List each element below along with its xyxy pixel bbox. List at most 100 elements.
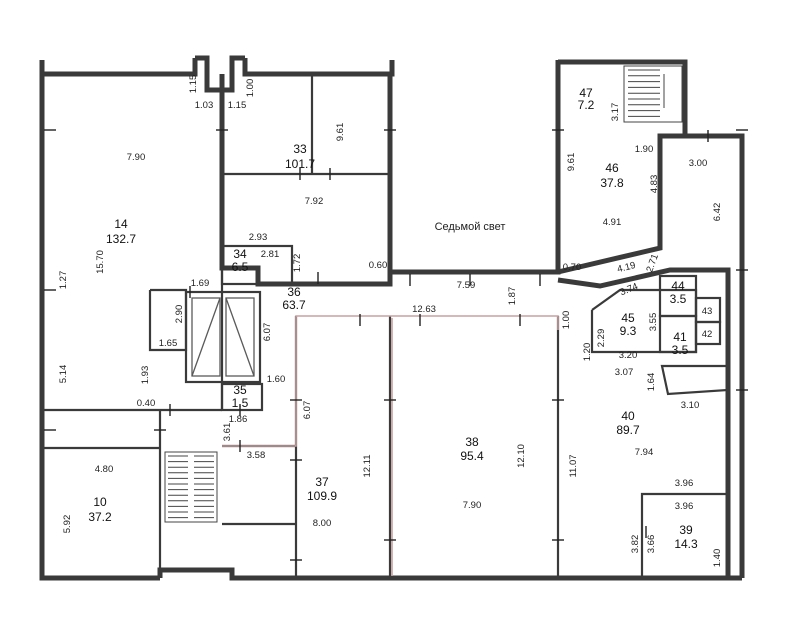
dim-6-07-upper: 6.07: [262, 323, 273, 342]
dim-3-00: 3.00: [689, 158, 708, 169]
dim-3-96-a: 3.96: [675, 478, 694, 489]
stairs-left-frame: [164, 451, 218, 523]
dim-1-00-top: 1.00: [245, 79, 256, 98]
room-47-number: 47: [579, 86, 593, 100]
dim-3-55: 3.55: [648, 313, 659, 332]
wall-room46-angled: [557, 133, 685, 275]
room-44-number: 44: [671, 279, 685, 293]
wall-center-vertical: [387, 60, 561, 275]
dim-1-15: 1.15: [228, 100, 247, 111]
dim-3-20: 3.20: [619, 350, 638, 361]
room35-box: [220, 382, 264, 412]
dim-7-94: 7.94: [635, 447, 654, 458]
dim-1-27: 1.27: [58, 271, 69, 290]
room-36-area: 63.7: [282, 298, 306, 312]
room-47-area: 7.2: [578, 98, 595, 112]
dim-8-00: 8.00: [313, 518, 332, 529]
stairs-right: [623, 65, 683, 123]
room-37-number: 37: [315, 475, 329, 489]
dim-42: 42: [702, 329, 713, 340]
dim-43: 43: [702, 306, 713, 317]
elevator-diag-2: [225, 297, 255, 377]
elevator-car-left: [191, 297, 221, 377]
room-46-number: 46: [605, 161, 619, 175]
wall-room33-bottom: [219, 74, 393, 287]
room-36-number: 36: [287, 285, 301, 299]
dim-4-83: 4.83: [649, 175, 660, 194]
room34-box: [220, 244, 294, 286]
room-38-number: 38: [465, 435, 479, 449]
room-14-number: 14: [114, 217, 128, 231]
elevator-car-right: [225, 297, 255, 377]
dim-1-93: 1.93: [140, 366, 151, 385]
dimension-labels: 1.15 1.00 1.03 1.15 7.90 9.61 7.92 15.70…: [58, 75, 723, 568]
dim-1-87: 1.87: [507, 287, 518, 306]
room-40-area: 89.7: [616, 423, 640, 437]
dim-3-07: 3.07: [615, 367, 634, 378]
room-40-number: 40: [621, 409, 635, 423]
room-10-number: 10: [93, 495, 107, 509]
dim-11-07: 11.07: [568, 454, 579, 477]
room-38-area: 95.4: [460, 449, 484, 463]
room-39-number: 39: [679, 523, 693, 537]
dim-3-61: 3.61: [222, 423, 233, 442]
room-33-area: 101.7: [285, 157, 315, 171]
dim-2-81: 2.81: [261, 249, 280, 260]
dim-12-11: 12.11: [362, 454, 373, 477]
dim-6-42: 6.42: [712, 203, 723, 222]
dim-7-92: 7.92: [305, 196, 324, 207]
room-41-area: 3.5: [672, 343, 689, 357]
wall-top-segment-b: [242, 58, 395, 77]
dim-0-60: 0.60: [369, 260, 388, 271]
dim-12-63: 12.63: [412, 304, 436, 315]
zone-label: Седьмой свет: [435, 221, 506, 233]
room-33-number: 33: [293, 142, 307, 156]
dim-6-07-lower: 6.07: [302, 401, 313, 420]
dim-1-64: 1.64: [646, 373, 657, 392]
dim-7-90-bottom: 7.90: [463, 500, 482, 511]
room-34-area: 6.5: [232, 260, 249, 274]
dim-1-86: 1.86: [229, 414, 248, 425]
dim-1-03: 1.03: [195, 100, 214, 111]
room-14-area: 132.7: [106, 232, 136, 246]
dim-1-60: 1.60: [267, 374, 286, 385]
wall-left-core: [148, 288, 188, 352]
dim-4-80: 4.80: [95, 464, 114, 475]
wall-top-left: [39, 60, 160, 581]
room40-cabinet: [660, 364, 730, 396]
dim-1-15-top: 1.15: [188, 75, 199, 94]
dim-1-40: 1.40: [712, 549, 723, 568]
dim-4-19: 4.19: [616, 260, 637, 275]
wall-bottom: [157, 567, 742, 581]
dim-7-59: 7.59: [457, 280, 476, 291]
dim-1-65: 1.65: [159, 338, 178, 349]
dim-3-74: 3.74: [618, 281, 639, 298]
dim-12-10: 12.10: [516, 444, 527, 468]
room-41-number: 41: [673, 330, 687, 344]
dim-5-14: 5.14: [58, 365, 69, 384]
dim-9-61-left: 9.61: [335, 123, 346, 142]
dim-3-10: 3.10: [681, 400, 700, 411]
dim-4-91: 4.91: [603, 217, 622, 228]
dim-0-40: 0.40: [137, 398, 156, 409]
dim-1-00-mid: 1.00: [561, 311, 572, 330]
dim-15-70: 15.70: [95, 250, 106, 274]
room-37-area: 109.9: [307, 489, 337, 503]
dim-2-90: 2.90: [174, 305, 185, 324]
room-46-area: 37.8: [600, 176, 624, 190]
dim-5-92: 5.92: [62, 515, 73, 534]
dim-3-66: 3.66: [646, 535, 657, 554]
stairs-left: [164, 451, 218, 523]
elevator-diag-1: [191, 297, 221, 377]
dim-0-70: 0.70: [563, 262, 582, 273]
room-45-number: 45: [621, 311, 635, 325]
room-34-number: 34: [233, 247, 247, 261]
dim-1-90: 1.90: [635, 144, 654, 155]
stairs-right-frame: [623, 65, 683, 123]
room-44-area: 3.5: [670, 292, 687, 306]
dim-7-90-top: 7.90: [127, 152, 146, 163]
red-outline-38: [390, 315, 559, 330]
room-35-number: 35: [233, 383, 247, 397]
room-45-area: 9.3: [620, 324, 637, 338]
